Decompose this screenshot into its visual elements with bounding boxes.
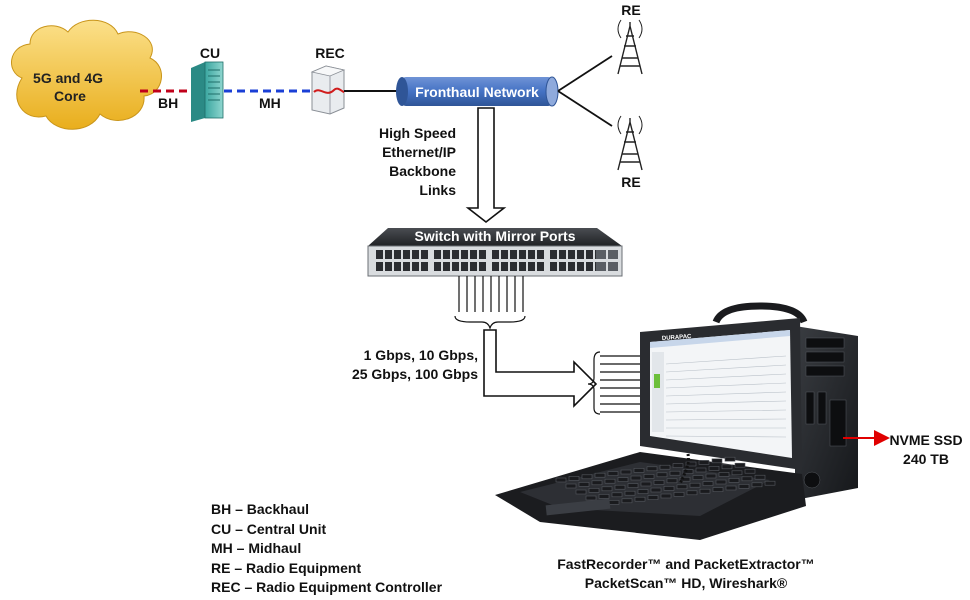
- legend-item: MH – Midhaul: [211, 540, 302, 556]
- brand-label: DURAPAC: [662, 334, 693, 342]
- backbone-links-label: High Speed Ethernet/IP Backbone Links: [378, 125, 456, 198]
- bh-label: BH: [158, 95, 179, 111]
- legend-item: RE – Radio Equipment: [211, 559, 362, 576]
- legend-item: CU – Central Unit: [211, 520, 327, 537]
- cu-label: CU: [199, 45, 221, 61]
- mirror-switch-device: Switch with Mirror Ports: [367, 228, 623, 277]
- portable-analyzer-device: DURAPAC: [495, 302, 858, 540]
- core-cloud: 5G and 4G Core: [11, 19, 162, 130]
- core-label: 5G and 4G Core: [33, 70, 107, 104]
- re-tower-top-icon: [617, 19, 643, 75]
- re-tower-bottom-icon: [617, 115, 643, 171]
- legend-item: REC – Radio Equipment Controller: [211, 579, 443, 595]
- re-bottom-label: RE: [621, 174, 641, 190]
- legend-item: BH – Backhaul: [211, 501, 310, 517]
- mirror-port-cables: [458, 276, 524, 312]
- capture-arrow: [483, 329, 598, 408]
- backbone-arrow: [465, 107, 507, 224]
- input-brace: [587, 351, 601, 415]
- fronthaul-network-pipe: Fronthaul Network: [396, 76, 559, 107]
- fronthaul-label: Fronthaul Network: [415, 84, 539, 100]
- rec-label: REC: [315, 45, 345, 61]
- cable-brace: [454, 315, 526, 330]
- speeds-label: 1 Gbps, 10 Gbps, 25 Gbps, 100 Gbps: [351, 347, 478, 382]
- software-label: FastRecorder™ and PacketExtractor™ Packe…: [557, 556, 815, 591]
- rec-device-icon: [310, 65, 346, 115]
- cu-server-icon: [191, 61, 224, 122]
- abbreviation-legend: BH – Backhaul CU – Central Unit MH – Mid…: [211, 500, 442, 598]
- fronthaul-re-top-link: [557, 55, 613, 92]
- fronthaul-re-bottom-link: [557, 90, 613, 127]
- re-top-label: RE: [621, 2, 641, 18]
- nvme-label: NVME SSD 240 TB: [889, 432, 963, 467]
- switch-label: Switch with Mirror Ports: [414, 228, 575, 244]
- mh-label: MH: [259, 95, 281, 111]
